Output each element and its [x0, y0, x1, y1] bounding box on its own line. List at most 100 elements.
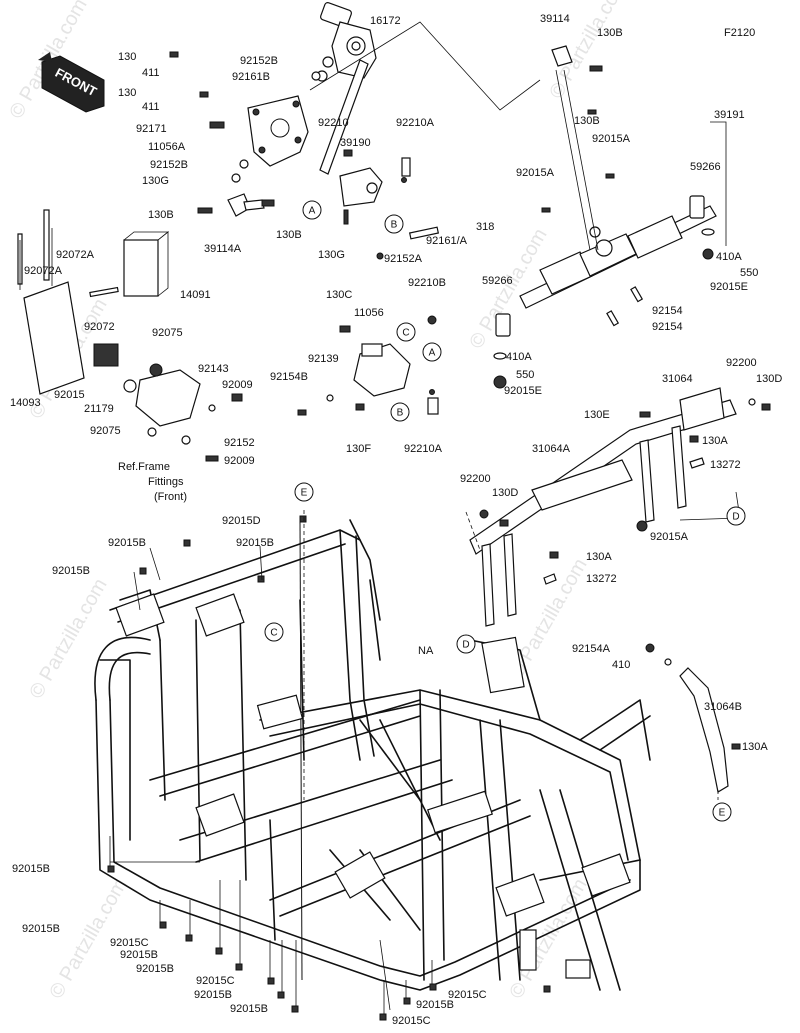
part-label-92015: 92015	[54, 389, 85, 401]
callout-d: D	[456, 634, 476, 654]
part-label-92210: 92210	[318, 117, 349, 129]
part-label-13272: 13272	[710, 459, 741, 471]
ref-note-line2: Fittings	[148, 476, 184, 488]
part-label-na: NA	[418, 645, 434, 657]
part-label-92161b: 92161B	[232, 71, 270, 83]
part-label-14091: 14091	[180, 289, 211, 301]
left-electrical-parts	[17, 209, 243, 462]
watermark-text: © Partzilla.com	[25, 575, 111, 703]
part-label-92015a: 92015A	[650, 531, 689, 543]
part-label-92015b: 92015B	[52, 565, 90, 577]
part-label-92015b: 92015B	[22, 923, 60, 935]
part-label-92015b: 92015B	[236, 537, 274, 549]
svg-text:E: E	[719, 808, 726, 819]
part-label-410a: 410A	[506, 351, 532, 363]
callout-d: D	[726, 506, 746, 526]
part-label-11056a: 11056A	[148, 141, 186, 153]
part-label-31064a: 31064A	[532, 443, 571, 455]
svg-text:A: A	[309, 206, 316, 217]
part-label-11056: 11056	[354, 307, 384, 319]
part-label-130b: 130B	[574, 115, 600, 127]
part-label-92015c: 92015C	[110, 937, 149, 949]
part-label-92152b: 92152B	[240, 55, 278, 67]
part-label-92171: 92171	[136, 123, 167, 135]
callout-e: E	[712, 802, 732, 822]
part-label-92139: 92139	[308, 353, 339, 365]
part-label-92015b: 92015B	[120, 949, 158, 961]
callout-a: A	[302, 200, 322, 220]
center-mount-bracket	[297, 315, 439, 416]
leader-lines	[19, 228, 433, 1014]
part-label-318: 318	[476, 221, 494, 233]
part-label-92200: 92200	[460, 473, 491, 485]
part-label-92075: 92075	[90, 425, 121, 437]
cross-members	[465, 387, 771, 627]
callout-c: C	[396, 322, 416, 342]
part-label-92152: 92152	[224, 437, 255, 449]
callout-circles: A A B B C C D D E E	[264, 200, 746, 822]
part-label-92015a: 92015A	[516, 167, 555, 179]
part-label-92075: 92075	[152, 327, 183, 339]
part-label-411: 411	[142, 101, 160, 113]
part-label-92072a: 92072A	[56, 249, 95, 261]
part-label-92009: 92009	[224, 455, 255, 467]
svg-text:D: D	[732, 512, 739, 523]
part-label-411: 411	[142, 67, 160, 79]
part-label-130: 130	[118, 51, 136, 63]
part-label-130f: 130F	[346, 443, 371, 455]
part-label-550: 550	[516, 369, 534, 381]
part-label-130: 130	[118, 87, 136, 99]
part-label-550: 550	[740, 267, 758, 279]
part-label-92154b: 92154B	[270, 371, 308, 383]
callout-c: C	[264, 622, 284, 642]
part-label-92015b: 92015B	[416, 999, 454, 1011]
part-label-130e: 130E	[584, 409, 610, 421]
callout-a: A	[422, 342, 442, 362]
part-label-92154: 92154	[652, 321, 683, 333]
part-label-130b: 130B	[148, 209, 174, 221]
rear-member-31064B	[645, 643, 741, 800]
callout-b: B	[384, 214, 404, 234]
part-label-92210a: 92210A	[404, 443, 443, 455]
part-label-59266: 59266	[690, 161, 721, 173]
part-label-130a: 130A	[742, 741, 768, 753]
svg-text:E: E	[301, 488, 308, 499]
part-label-130b: 130B	[597, 27, 623, 39]
part-label-92015b: 92015B	[194, 989, 232, 1001]
part-label-130g: 130G	[318, 249, 345, 261]
part-label-130a: 130A	[586, 551, 612, 563]
part-label-21179: 21179	[84, 403, 114, 415]
part-label-130d: 130D	[756, 373, 782, 385]
part-label-92015e: 92015E	[710, 281, 748, 293]
part-label-16172: 16172	[370, 15, 401, 27]
part-label-13272: 13272	[586, 573, 617, 585]
svg-text:A: A	[429, 348, 436, 359]
part-label-92015b: 92015B	[230, 1003, 268, 1015]
part-label-31064: 31064	[662, 373, 693, 385]
part-label-92161-a: 92161/A	[426, 235, 468, 247]
part-label-92015c: 92015C	[196, 975, 235, 987]
part-label-14093: 14093	[10, 397, 41, 409]
part-label-92015c: 92015C	[448, 989, 487, 1001]
part-label-130b: 130B	[276, 229, 302, 241]
part-label-92154: 92154	[652, 305, 683, 317]
ref-note-line1: Ref.Frame	[118, 461, 170, 473]
part-label-92154a: 92154A	[572, 643, 611, 655]
part-label-410: 410	[612, 659, 630, 671]
part-label-130a: 130A	[702, 435, 728, 447]
part-label-92210b: 92210B	[408, 277, 446, 289]
svg-text:B: B	[397, 408, 404, 419]
steering-gearbox-assembly	[169, 1, 440, 260]
svg-text:C: C	[402, 328, 409, 339]
part-label-92015b: 92015B	[108, 537, 146, 549]
ref-note-line3: (Front)	[154, 491, 187, 503]
part-label-f2120: F2120	[724, 27, 755, 39]
part-label-39190: 39190	[340, 137, 371, 149]
part-label-92015d: 92015D	[222, 515, 261, 527]
part-label-92015c: 92015C	[392, 1015, 431, 1027]
part-label-130d: 130D	[492, 487, 518, 499]
part-label-92009: 92009	[222, 379, 253, 391]
frame-bolts	[107, 515, 551, 1021]
